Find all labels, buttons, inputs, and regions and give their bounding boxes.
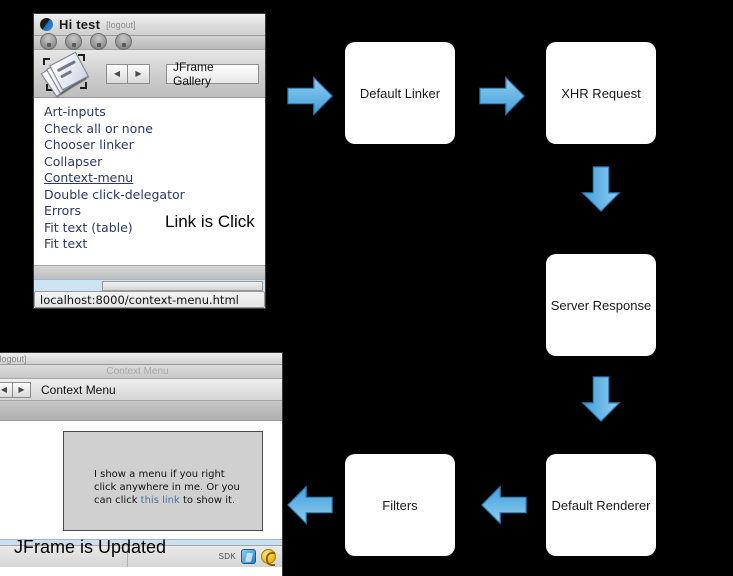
list-item[interactable]: Check all or none [44,120,153,136]
flow-box-label: Filters [382,497,418,513]
arrow-linker-to-xhr [478,73,526,119]
gallery-nav-buttons: ◀ ▶ [106,63,150,84]
context-address-bar[interactable]: Context Menu [41,382,116,397]
context-bottom-blue-bar [0,539,282,545]
panel-text-before: I show a menu if you right click anywher… [94,469,240,506]
back-button[interactable]: ◀ [106,63,128,84]
jframe-is-updated-caption: JFrame is Updated [14,537,167,557]
jframe-gallery-window: Hi test [logout] ◀ ▶ JFrame Gallery Art-… [33,13,266,309]
circle-button-2[interactable] [65,33,82,50]
this-link[interactable]: this link [140,495,180,506]
forward-button[interactable]: ▶ [128,63,150,84]
gallery-address-bar[interactable]: JFrame Gallery [166,60,259,88]
context-titlebar: [logout] [0,353,282,365]
crop-marks-icon [40,52,94,96]
list-item[interactable]: Errors [44,203,81,218]
flow-box-label: Default Linker [359,85,441,101]
gallery-logout-link[interactable]: [logout] [106,19,136,30]
link-is-clicked-caption: Link is Click [165,212,255,231]
scrollbar-thumb[interactable] [102,281,263,291]
statusbar-cell [0,546,128,567]
gallery-link-list: Art-inputs Check all or none Chooser lin… [34,98,265,255]
list-item[interactable]: Chooser linker [44,137,134,152]
list-item[interactable]: Collapser [44,153,103,169]
gallery-titlebar: Hi test [logout] [34,14,265,36]
list-item[interactable]: Fit text (table) [44,219,133,235]
half-circle-logo-icon [40,18,53,31]
context-statusbar: SDK [0,545,282,567]
arrow-xhr-to-server [578,165,624,213]
flow-box-default-renderer: Default Renderer [546,454,656,556]
forward-button[interactable]: ▶ [13,381,31,398]
context-toolbar-filler [0,401,282,421]
list-item[interactable]: Fit text [44,236,88,251]
gallery-toolbar: ◀ ▶ JFrame Gallery [34,50,265,98]
gallery-greeting: Hi test [59,17,101,32]
gallery-round-button-row [34,33,265,50]
flow-box-label: Server Response [550,297,652,313]
arrow-into-default-linker [286,73,334,119]
back-button[interactable]: ◀ [0,381,13,398]
arrow-renderer-to-filters [480,482,528,528]
circle-button-1[interactable] [40,33,57,50]
blue-app-icon[interactable] [241,549,256,564]
gallery-gray-strip [34,265,265,279]
list-item-context-menu[interactable]: Context-menu [44,170,134,185]
flow-box-label: XHR Request [561,85,641,101]
flow-box-server-response: Server Response [546,254,656,356]
context-menu-window: [logout] Context Menu ◀ ▶ Context Menu I… [0,352,283,576]
circle-button-3[interactable] [90,33,107,50]
arrow-out-of-filters [286,482,334,528]
yellow-swirl-icon[interactable] [261,549,276,566]
context-menu-demo-panel[interactable]: I show a menu if you right click anywher… [63,431,263,531]
flow-box-default-linker: Default Linker [345,42,455,144]
context-logout-link[interactable]: [logout] [0,353,27,364]
sdk-label: SDK [218,552,236,561]
photo-stack-icon [40,51,94,97]
panel-text-after: to show it. [179,495,236,506]
arrow-server-to-renderer [578,375,624,423]
circle-button-4[interactable] [115,33,132,50]
gallery-bottom-chrome: localhost:8000/context-menu.html [34,265,265,308]
gallery-status-url: localhost:8000/context-menu.html [34,291,265,308]
context-ghost-title: Context Menu [0,365,282,379]
gallery-horizontal-scrollbar[interactable] [34,279,265,291]
list-item[interactable]: Art-inputs [44,104,106,119]
context-panel-text: I show a menu if you right click anywher… [94,468,244,507]
list-item[interactable]: Double click-delegator [44,186,185,202]
flow-box-filters: Filters [345,454,455,556]
context-page-body: I show a menu if you right click anywher… [0,421,282,539]
context-toolbar: ◀ ▶ Context Menu [0,379,282,401]
flow-box-xhr-request: XHR Request [546,42,656,144]
flow-box-label: Default Renderer [551,497,651,513]
